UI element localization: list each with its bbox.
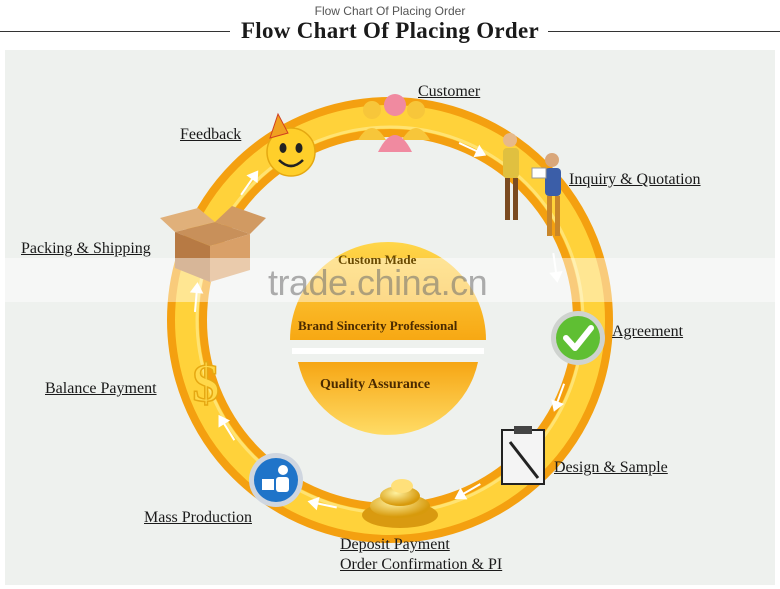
- cardboard-box-icon: [160, 206, 266, 282]
- header-small-title: Flow Chart Of Placing Order: [314, 4, 466, 18]
- title-divider-left: [0, 31, 230, 32]
- step-label-agreement[interactable]: Agreement: [612, 323, 684, 340]
- center-disc: [290, 242, 486, 435]
- clipboard-pen-icon: [501, 426, 545, 485]
- arrow-icon: [551, 383, 566, 412]
- step-label-inquiry[interactable]: Inquiry & Quotation: [569, 171, 701, 188]
- page-title: Flow Chart Of Placing Order: [0, 18, 780, 44]
- worker-box-icon: [249, 453, 303, 507]
- dollar-sign-icon: $: [192, 352, 221, 414]
- arrow-icon: [454, 483, 481, 500]
- watermark-band: [0, 258, 780, 302]
- customer-group-icon: [358, 94, 430, 152]
- smiley-party-icon: [266, 112, 316, 177]
- handshake-people-icon: [503, 133, 561, 236]
- step-label-packing[interactable]: Packing & Shipping: [21, 240, 151, 257]
- arrow-icon: [549, 252, 563, 283]
- arrow-icon: [189, 282, 204, 313]
- arrow-icon: [458, 142, 487, 158]
- flow-arrows: [189, 142, 566, 511]
- step-label-customer[interactable]: Customer: [418, 83, 481, 100]
- arrow-icon: [307, 496, 337, 511]
- watermark-text: trade.china.cn: [268, 262, 488, 303]
- arrow-icon: [218, 414, 236, 441]
- step-label-design[interactable]: Design & Sample: [554, 459, 668, 476]
- center-custom-made: Custom Made: [338, 252, 417, 267]
- title-row: Flow Chart Of Placing Order: [0, 18, 780, 46]
- step-label-feedback[interactable]: Feedback: [180, 126, 242, 143]
- step-label-balance-payment[interactable]: Balance Payment: [45, 380, 157, 397]
- center-brand-text: Brand Sincerity Professional: [298, 318, 458, 333]
- title-divider-right: [548, 31, 780, 32]
- step-label-order-confirmation[interactable]: Order Confirmation & PI: [340, 556, 503, 573]
- center-quality-text: Quality Assurance: [320, 377, 431, 392]
- checkmark-icon: [551, 311, 605, 365]
- step-label-deposit[interactable]: Deposit Payment: [340, 536, 450, 553]
- gold-coins-icon: [362, 479, 438, 528]
- step-label-mass-production[interactable]: Mass Production: [144, 509, 252, 526]
- svg-text:$: $: [193, 353, 220, 413]
- arrow-icon: [240, 170, 259, 196]
